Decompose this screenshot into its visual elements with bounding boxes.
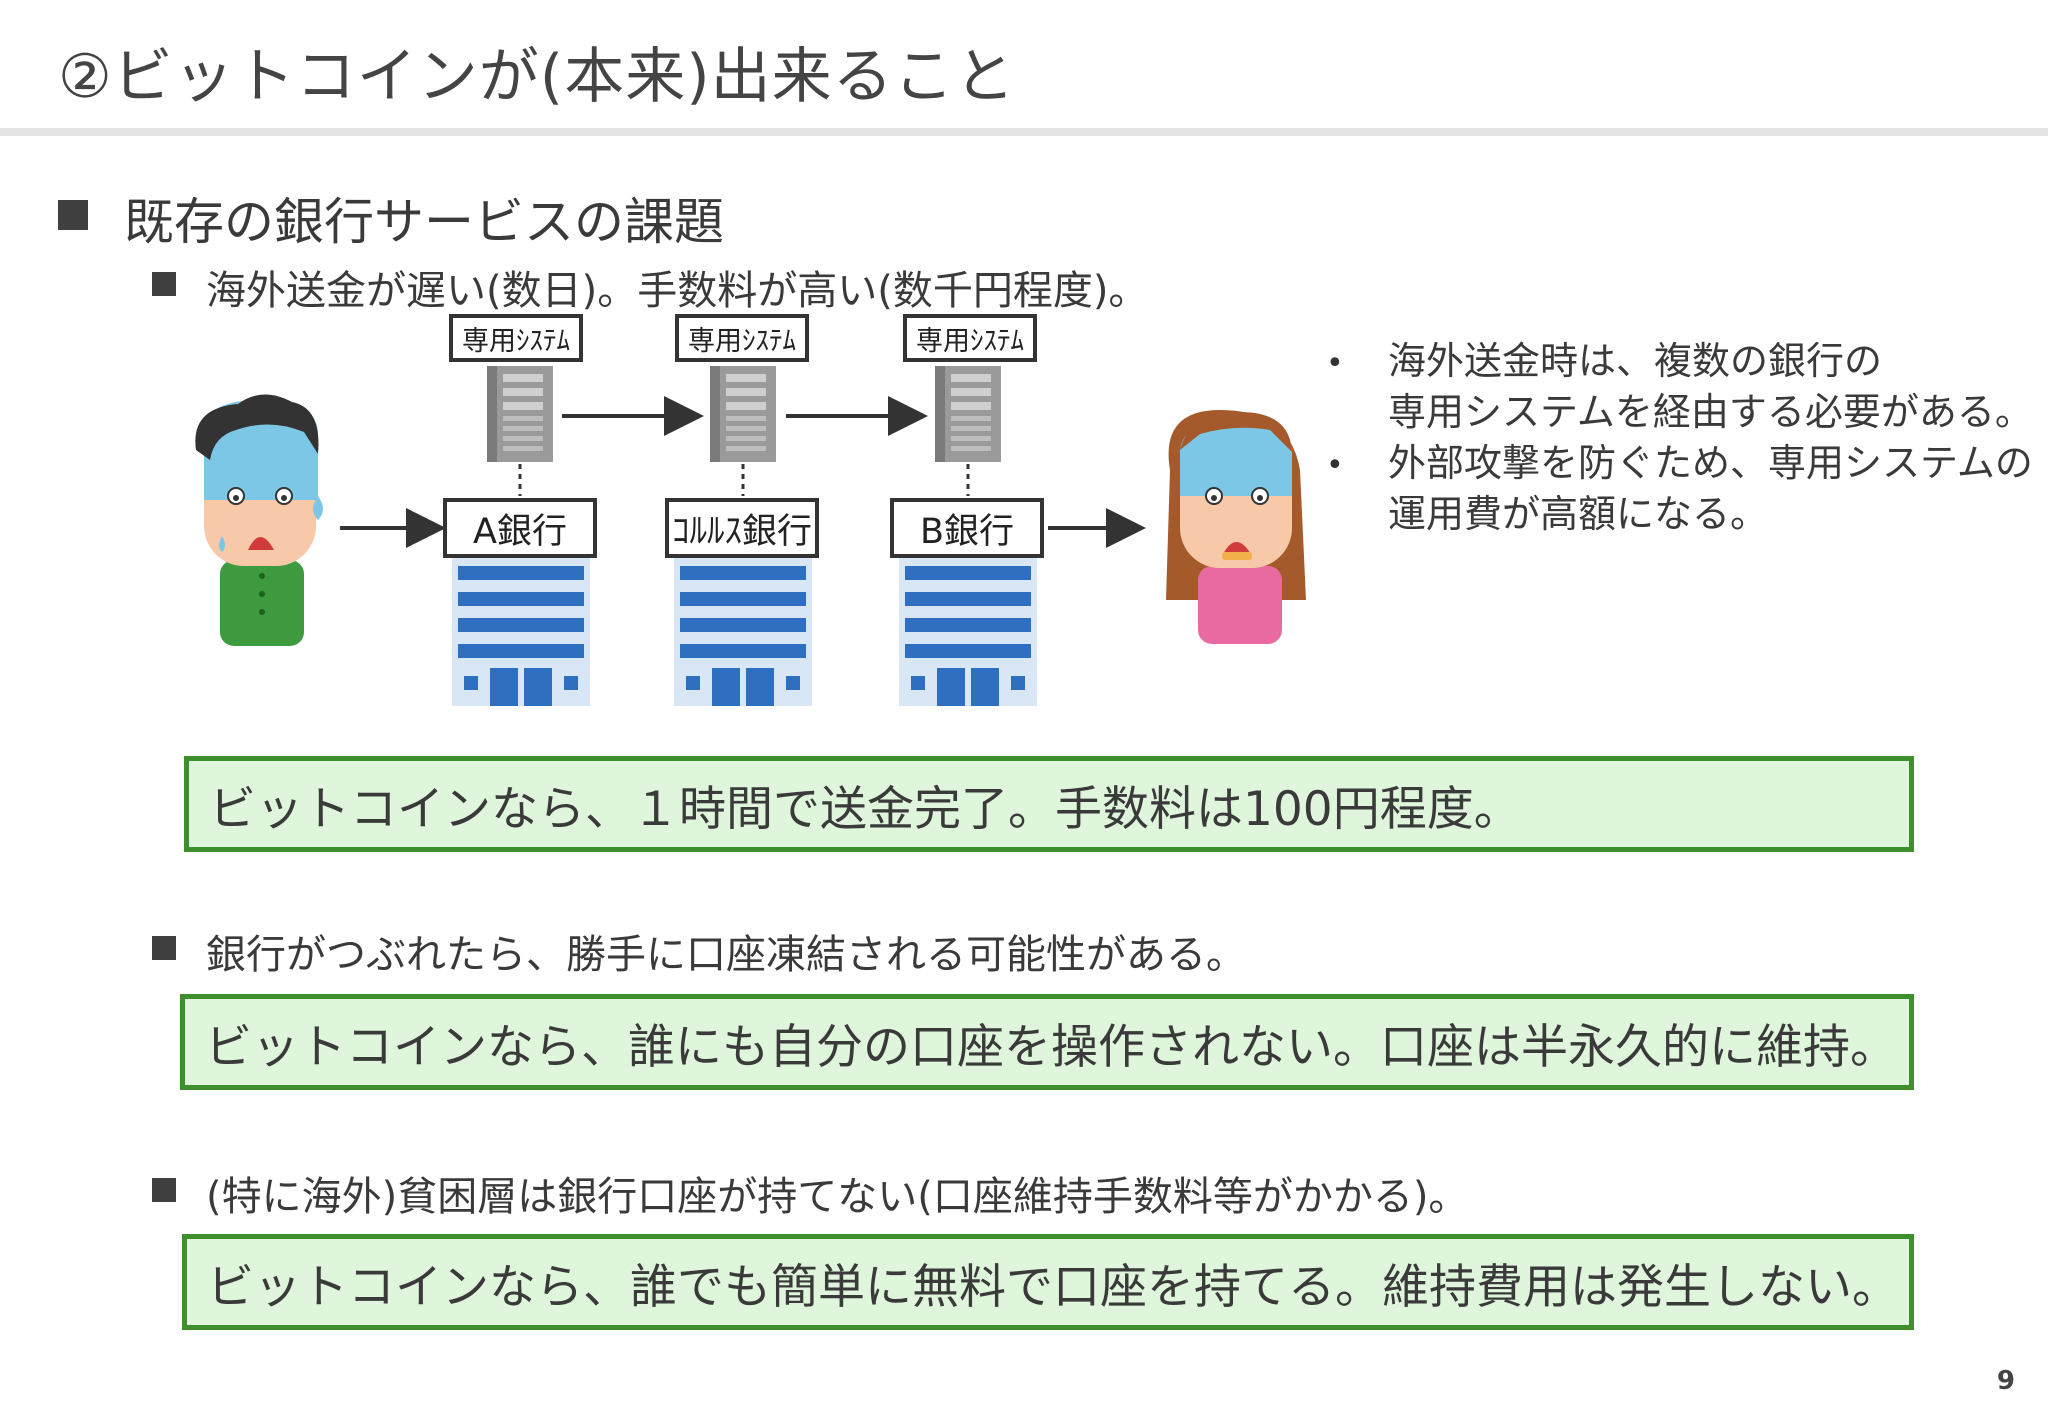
- issue-text-1: 海外送金が遅い(数日)。手数料が高い(数千円程度)。: [206, 268, 1149, 314]
- solution-box-2: ビットコインなら、誰にも自分の口座を操作されない。口座は半永久的に維持。: [180, 994, 1914, 1090]
- note-line: 運用費が高額になる。: [1388, 492, 1769, 536]
- server-icon: [710, 366, 776, 462]
- remittance-diagram: 専用ｼｽﾃﾑ 専用ｼｽﾃﾑ 専用ｼｽﾃﾑ A銀行 ｺﾙﾙｽ銀行 B銀行: [0, 300, 2048, 720]
- dedicated-system-label: 専用ｼｽﾃﾑ: [675, 314, 809, 362]
- note-line: 海外送金時は、複数の銀行の: [1388, 339, 1883, 383]
- dedicated-system-label: 専用ｼｽﾃﾑ: [903, 314, 1037, 362]
- solution-box-1: ビットコインなら、１時間で送金完了。手数料は100円程度。: [184, 756, 1914, 852]
- bank-building-icon: [899, 556, 1037, 706]
- section-heading: 既存の銀行サービスの課題: [124, 193, 724, 251]
- bank-label-a: A銀行: [443, 498, 597, 558]
- bullet-dot-icon: •: [1326, 346, 1344, 381]
- note-line: 専用システムを経由する必要がある。: [1388, 390, 2033, 434]
- solution-box-3: ビットコインなら、誰でも簡単に無料で口座を持てる。維持費用は発生しない。: [182, 1234, 1914, 1330]
- bank-label-b: B銀行: [890, 498, 1044, 558]
- bullet-dot-icon: •: [1326, 448, 1344, 483]
- bullet-square-icon: [58, 200, 88, 230]
- bank-building-icon: [674, 556, 812, 706]
- worried-woman-icon: [1166, 410, 1306, 644]
- worried-man-icon: [195, 394, 323, 646]
- slide-title: ②ビットコインが(本来)出来ること: [58, 42, 1016, 112]
- bullet-square-icon: [152, 936, 176, 960]
- server-icon: [487, 366, 553, 462]
- title-divider: [0, 128, 2048, 136]
- server-icon: [935, 366, 1001, 462]
- bank-label-corlus: ｺﾙﾙｽ銀行: [665, 498, 819, 558]
- note-line: 外部攻撃を防ぐため、専用システムの: [1388, 441, 2033, 485]
- dedicated-system-label: 専用ｼｽﾃﾑ: [449, 314, 583, 362]
- issue-text-3: (特に海外)貧困層は銀行口座が持てない(口座維持手数料等がかかる)。: [206, 1174, 1469, 1220]
- issue-text-2: 銀行がつぶれたら、勝手に口座凍結される可能性がある。: [206, 932, 1246, 978]
- bullet-square-icon: [152, 1178, 176, 1202]
- bank-building-icon: [452, 556, 590, 706]
- page-number: 9: [1996, 1366, 2015, 1396]
- bullet-square-icon: [152, 272, 176, 296]
